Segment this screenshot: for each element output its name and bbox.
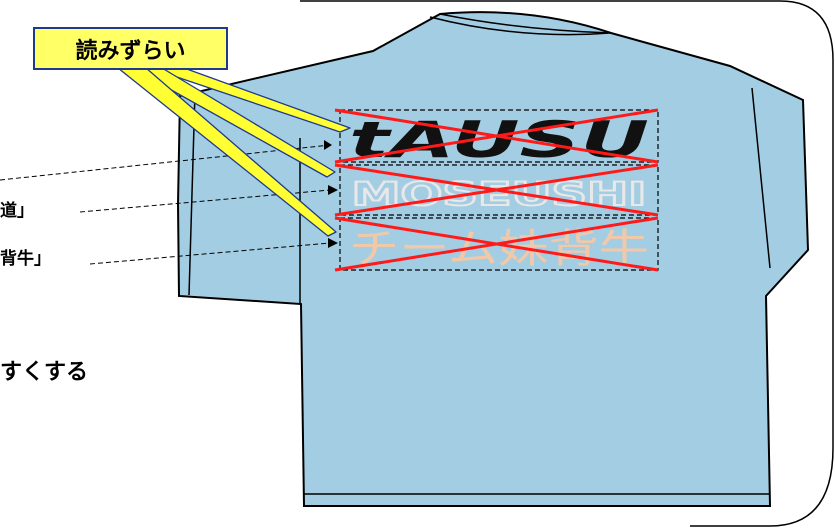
cross-kanji-b xyxy=(334,216,659,272)
leader-arrowheads xyxy=(324,140,338,248)
arrowhead-subtitle xyxy=(328,185,338,195)
cross-brand-b xyxy=(334,108,659,164)
cross-subtitle-b xyxy=(334,163,659,217)
callout-hard-to-read: 読みずらい xyxy=(33,27,228,70)
tagline-partial: すくする xyxy=(0,360,89,385)
frame-border xyxy=(300,0,834,527)
right-sleeve-seam xyxy=(751,87,771,269)
print-kanji-text: チーム妹背牛 xyxy=(349,226,649,272)
print-box-kanji xyxy=(339,217,659,271)
callout-pointers xyxy=(117,67,351,237)
arrowhead-brand xyxy=(324,140,332,150)
arrowhead-kanji xyxy=(328,238,338,248)
leader-brand xyxy=(0,144,331,181)
tshirt-back xyxy=(176,11,810,507)
tshirt-collar xyxy=(429,13,612,36)
print-box-brand xyxy=(339,109,659,163)
leader-kanji xyxy=(89,242,331,265)
label-subtitle-partial: 道」 xyxy=(0,201,34,221)
strike-crosses xyxy=(334,108,659,272)
label-kanji-partial: 背牛」 xyxy=(0,249,51,269)
